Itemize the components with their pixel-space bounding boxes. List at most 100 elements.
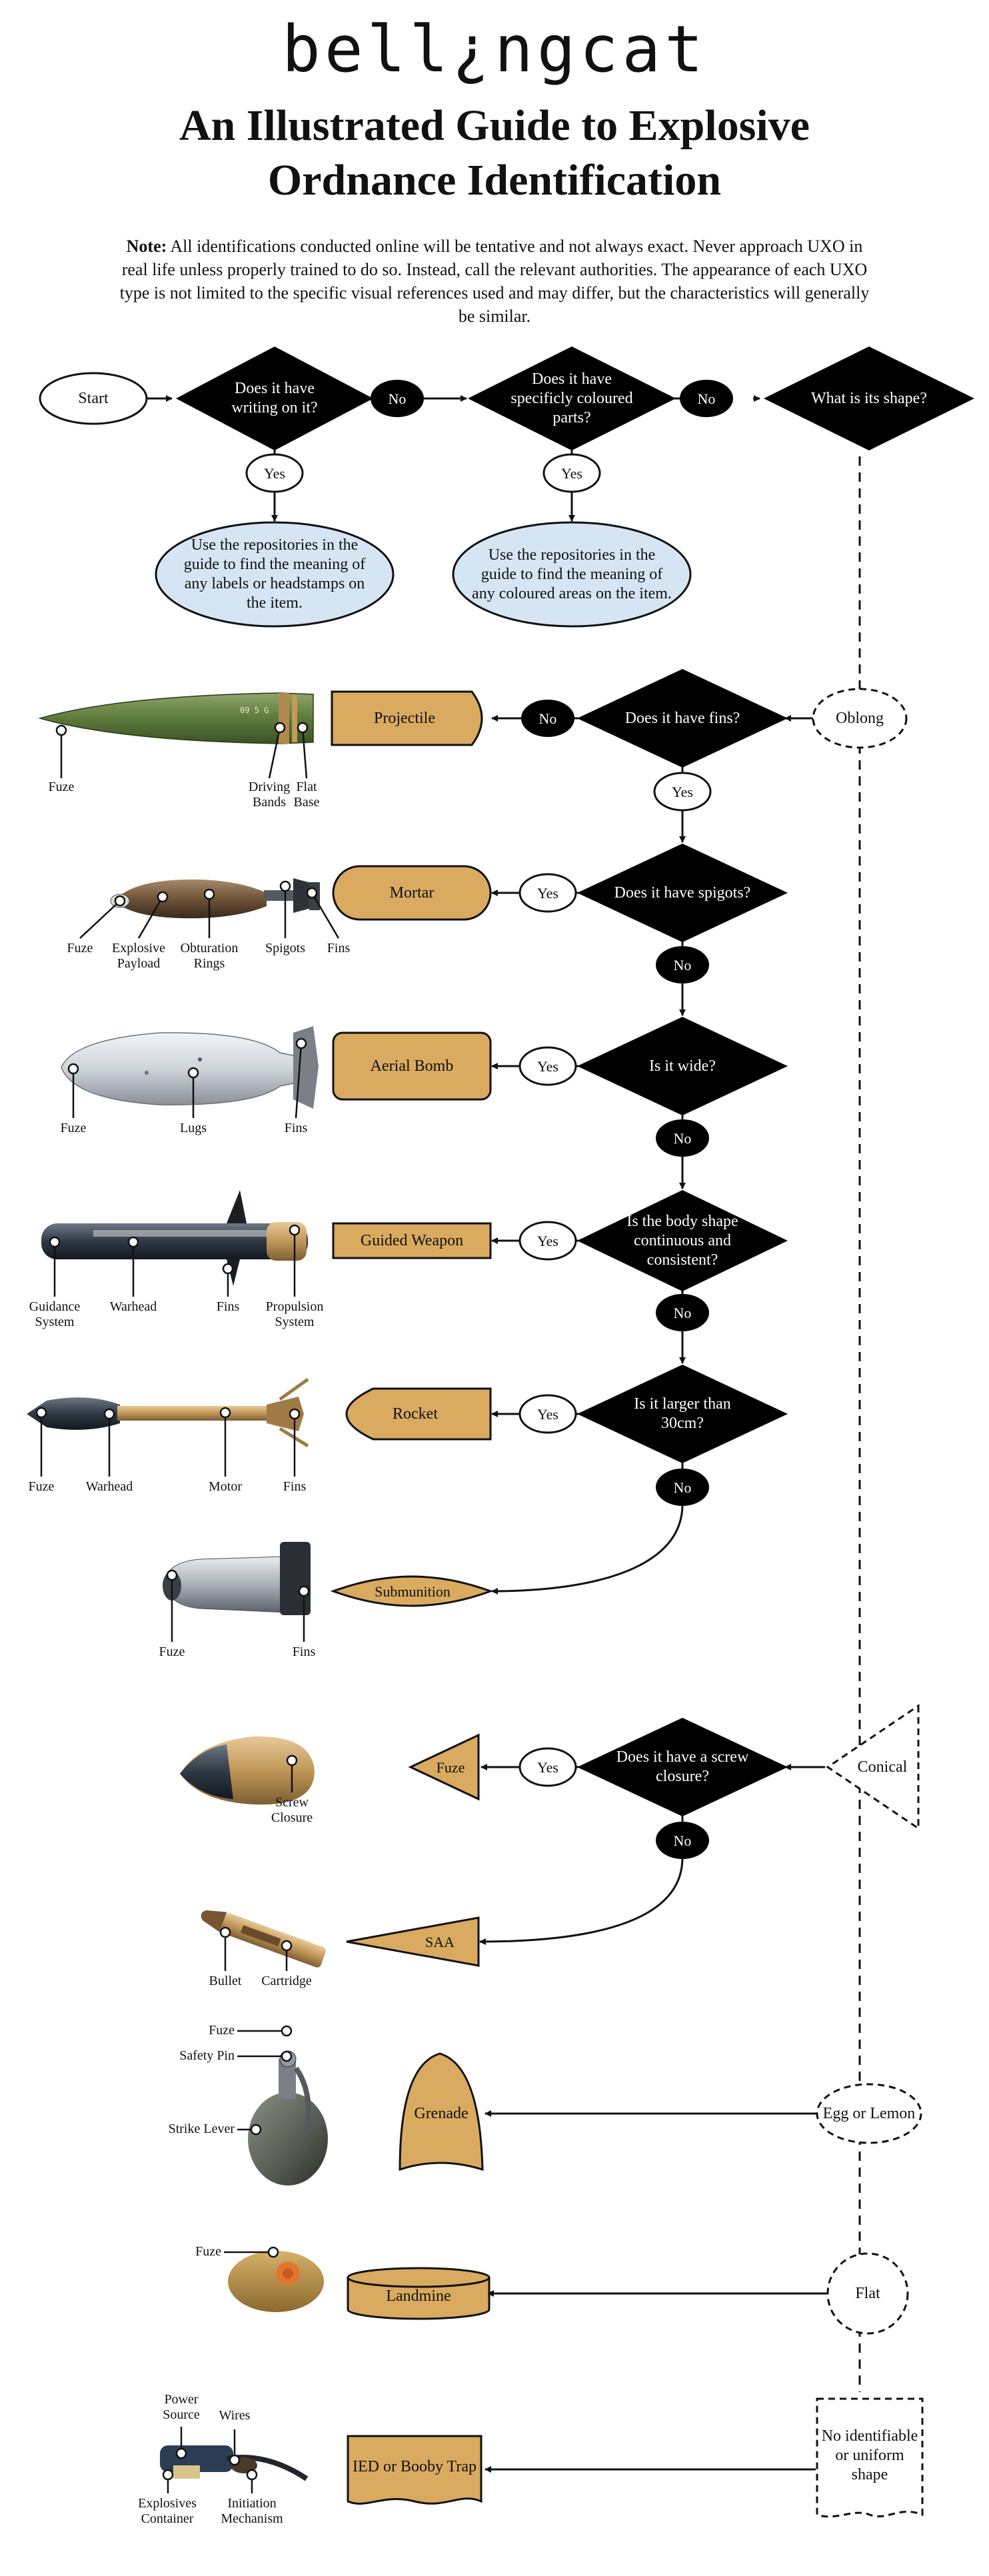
saa-illustration (201, 1910, 326, 1968)
part-label: Strike Lever (168, 2122, 235, 2136)
q-coloured-label: Does it have specificly coloured parts? (510, 370, 633, 426)
info-labels-text: Use the repositories in the guide to fin… (183, 536, 366, 612)
no-label: No (673, 1479, 692, 1496)
no-badge (656, 1822, 709, 1859)
yes-label: Yes (536, 1057, 558, 1075)
no-badge (656, 1469, 709, 1506)
shape-oblong-label: Oblong (836, 709, 884, 727)
no-label: No (673, 1304, 692, 1321)
no-label: No (388, 390, 407, 407)
title-line-2: Ordnance Identification (267, 156, 722, 205)
result-guided-label: Guided Weapon (360, 1231, 464, 1249)
part-label: Driving Bands (248, 780, 291, 810)
yes-badge (542, 453, 601, 493)
part-label: Screw Closure (271, 1795, 313, 1825)
q-fins-label: Does it have fins? (624, 709, 740, 727)
part-label: Fuze (28, 1479, 55, 1494)
result-saa-node (346, 1916, 480, 1967)
part-label: Fuze (195, 2244, 221, 2259)
rocket-illustration (27, 1377, 309, 1448)
decision-fins (577, 669, 788, 768)
result-rocket-node (345, 1387, 492, 1441)
part-label: Safety Pin (179, 2048, 235, 2063)
no-label: No (673, 1129, 692, 1147)
disclaimer-note: Note: All identifications conducted onli… (113, 235, 876, 328)
result-mortar-label: Mortar (389, 884, 435, 902)
part-label: Fuze (48, 780, 75, 794)
yes-label: Yes (560, 464, 582, 482)
part-label: Power Source (163, 2392, 200, 2422)
decision-spigots (577, 844, 788, 942)
start-node (39, 372, 148, 425)
decision-shape (764, 346, 974, 450)
part-label: Cartridge (261, 1974, 312, 1988)
decision-screw (577, 1718, 788, 1816)
result-grenade-label: Grenade (414, 2104, 469, 2122)
decision-larger (577, 1365, 788, 1463)
part-label: Wires (219, 2408, 251, 2423)
no-badge (656, 946, 709, 983)
yes-label: Yes (536, 1232, 558, 1249)
shape-conical-node (826, 1704, 920, 1830)
no-label: No (673, 1832, 692, 1849)
result-ied-label: IED or Booby Trap (352, 2457, 477, 2475)
note-label: Note: (126, 237, 167, 256)
part-label: Obturation Rings (180, 941, 239, 971)
grenade-illustration (248, 2050, 328, 2186)
part-label: Fuze (67, 941, 93, 956)
result-submunition-label: Submunition (375, 1583, 451, 1600)
shape-oblong-node (812, 688, 908, 749)
yes-badge (653, 772, 712, 812)
part-label: Propulsion System (265, 1299, 324, 1329)
yes-badge (518, 1046, 577, 1086)
part-label: Fuze (60, 1121, 87, 1135)
shape-flat-node (826, 2252, 909, 2335)
part-label: Fins (327, 941, 351, 956)
result-ied-node (347, 2435, 483, 2505)
note-text: All identifications conducted online wil… (119, 237, 870, 326)
part-label: Warhead (85, 1479, 133, 1494)
part-label: Fuze (159, 1644, 185, 1659)
no-label: No (697, 390, 716, 407)
result-aerial-label: Aerial Bomb (370, 1057, 454, 1075)
result-grenade-node (399, 2052, 484, 2172)
result-projectile-label: Projectile (374, 709, 435, 727)
part-label: Motor (209, 1479, 242, 1494)
q-shape-label: What is its shape? (811, 389, 927, 407)
q-writing-label: Does it have writing on it? (231, 380, 318, 416)
guided-weapon-illustration (41, 1190, 308, 1286)
result-rocket-label: Rocket (393, 1405, 438, 1423)
no-badge (656, 1294, 709, 1331)
yes-label: Yes (536, 1405, 558, 1423)
start-label: Start (78, 389, 109, 407)
shape-none-label: No identifiable or uniform shape (821, 2427, 918, 2483)
q-larger-label: Is it larger than 30cm? (634, 1395, 731, 1432)
page-title: An Illustrated Guide to Explosive Ordnan… (0, 99, 989, 208)
part-label: Initiation Mechanism (221, 2496, 283, 2526)
part-label: Fins (283, 1479, 307, 1494)
q-spigots-label: Does it have spigots? (614, 884, 751, 902)
yes-badge (518, 1747, 577, 1787)
result-submunition-node (330, 1575, 494, 1607)
decision-coloured (468, 346, 676, 450)
part-label: Fuze (209, 2023, 235, 2038)
result-guided-node (332, 1222, 492, 1259)
decision-body (577, 1190, 788, 1291)
part-label: Spigots (265, 941, 306, 956)
q-wide-label: Is it wide? (649, 1057, 716, 1075)
yes-badge (518, 1221, 577, 1261)
title-line-1: An Illustrated Guide to Explosive (179, 101, 810, 150)
result-saa-label: SAA (425, 1933, 455, 1950)
result-aerial-node (332, 1031, 492, 1101)
aerial-bomb-illustration (61, 1026, 319, 1109)
info-colours-text: Use the repositories in the guide to fin… (472, 546, 672, 602)
part-label: Explosives Container (138, 2496, 197, 2526)
yes-badge (245, 453, 304, 493)
decision-writing (176, 346, 373, 450)
no-badge (656, 1119, 709, 1157)
landmine-illustration (228, 2251, 324, 2312)
projectile-illustration: 09 5 G (38, 692, 314, 744)
part-label: Lugs (180, 1121, 207, 1135)
shape-egg-node (816, 2083, 922, 2144)
